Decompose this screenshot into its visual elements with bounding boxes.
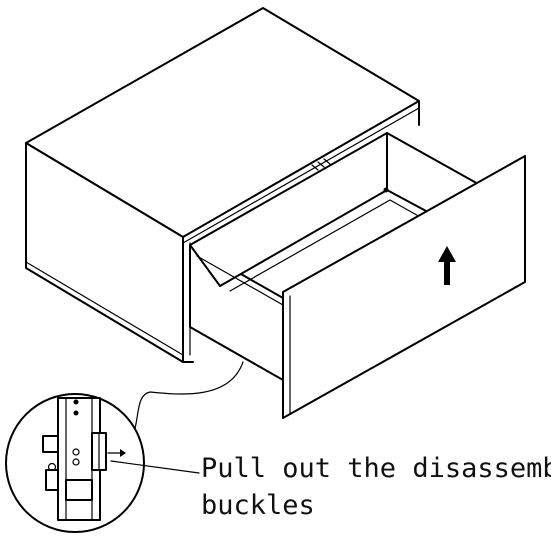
annotation-line-1: Pull out the disassembly: [201, 453, 551, 484]
detail-inset: [5, 393, 145, 533]
detail-leader-line: [131, 361, 244, 439]
drawer-inner-rail: [196, 255, 284, 306]
cabinet-front-frame: [182, 236, 194, 363]
drawer-buckle-marks: [311, 158, 389, 193]
drawer: [189, 132, 526, 419]
drawer-front-panel: [282, 155, 526, 419]
right-arrow-icon: [107, 449, 126, 457]
annotation-line-2: buckles: [201, 490, 315, 521]
cabinet: [25, 7, 420, 363]
cabinet-side-bottom-edge: [25, 261, 184, 356]
callout-line: [110, 460, 200, 474]
up-arrow-icon: [438, 246, 456, 285]
slide-rail-detail: [42, 397, 107, 521]
